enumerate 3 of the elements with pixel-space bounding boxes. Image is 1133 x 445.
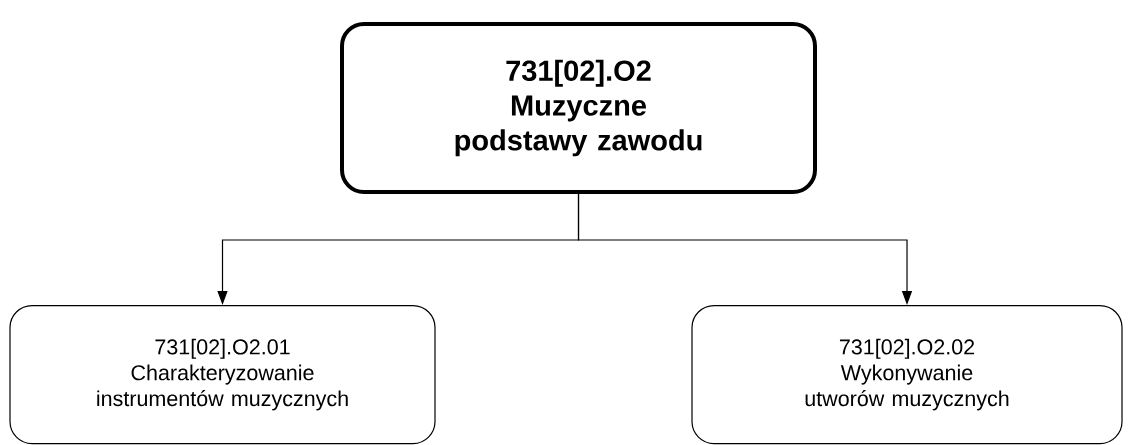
process-box: 731[02].O2.01 Charakteryzowanie instrumentów muzycznych [9,305,436,445]
process-box: 731[02].O2 Muzyczne podstawy zawodu [340,22,817,194]
process-box: 731[02].O2.02 Wykonywanie utworów muzycznych [691,305,1123,445]
